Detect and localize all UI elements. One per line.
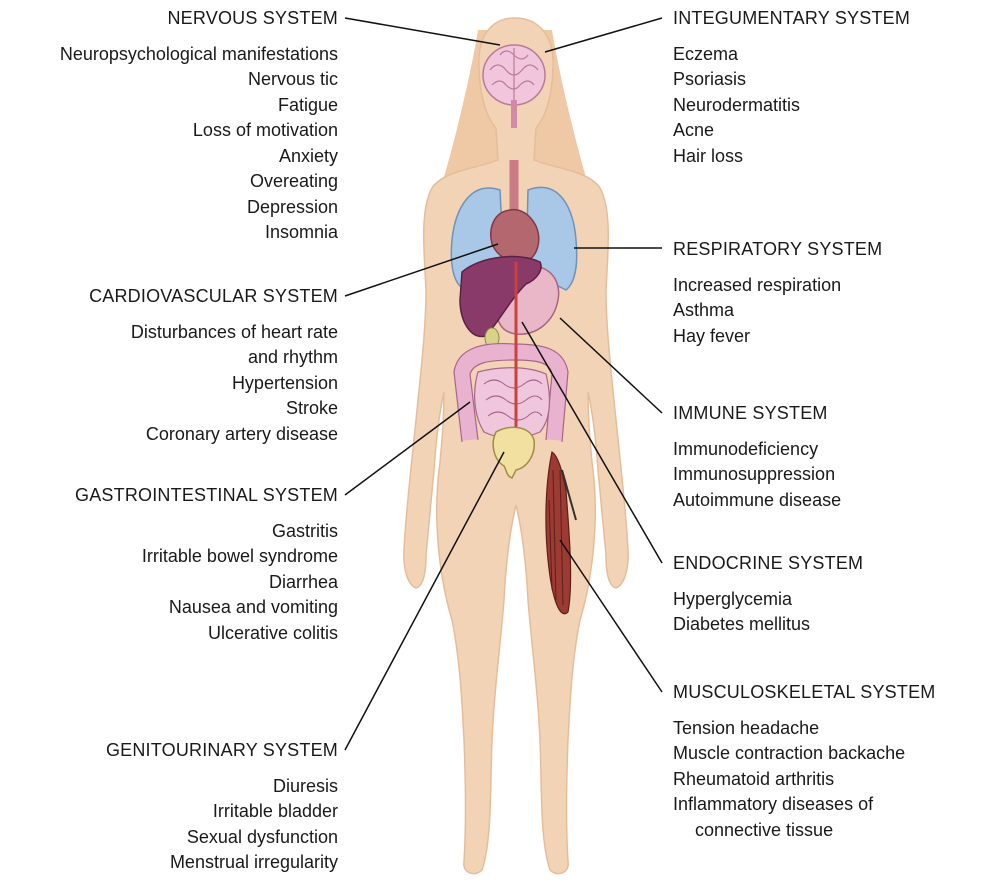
leader-nervous xyxy=(345,18,500,45)
respiratory-item: Hay fever xyxy=(673,324,882,350)
integumentary-item: Eczema xyxy=(673,42,910,68)
integumentary-item: Acne xyxy=(673,118,910,144)
cardiovascular-item: Coronary artery disease xyxy=(89,422,338,448)
genitourinary-item: Irritable bladder xyxy=(106,799,338,825)
nervous-item: Loss of motivation xyxy=(60,118,338,144)
gastrointestinal-item: Ulcerative colitis xyxy=(75,621,338,647)
cardiovascular-item: Hypertension xyxy=(89,371,338,397)
nervous-system-group: NERVOUS SYSTEM Neuropsychological manife… xyxy=(60,6,338,246)
nervous-item: Fatigue xyxy=(60,93,338,119)
nervous-item: Anxiety xyxy=(60,144,338,170)
leader-integumentary xyxy=(545,18,662,52)
respiratory-item: Asthma xyxy=(673,298,882,324)
genitourinary-system-title: GENITOURINARY SYSTEM xyxy=(106,738,338,764)
nervous-system-title: NERVOUS SYSTEM xyxy=(60,6,338,32)
endocrine-system-group: ENDOCRINE SYSTEM Hyperglycemia Diabetes … xyxy=(673,551,863,638)
respiratory-system-group: RESPIRATORY SYSTEM Increased respiration… xyxy=(673,237,882,349)
immune-system-title: IMMUNE SYSTEM xyxy=(673,401,841,427)
musculoskeletal-item: connective tissue xyxy=(673,818,935,844)
nervous-item: Depression xyxy=(60,195,338,221)
musculoskeletal-item: Rheumatoid arthritis xyxy=(673,767,935,793)
integumentary-system-title: INTEGUMENTARY SYSTEM xyxy=(673,6,910,32)
gastrointestinal-item: Irritable bowel syndrome xyxy=(75,544,338,570)
integumentary-item: Hair loss xyxy=(673,144,910,170)
nervous-item: Insomnia xyxy=(60,220,338,246)
immune-item: Immunodeficiency xyxy=(673,437,841,463)
genitourinary-system-group: GENITOURINARY SYSTEM Diuresis Irritable … xyxy=(106,738,338,876)
musculoskeletal-system-title: MUSCULOSKELETAL SYSTEM xyxy=(673,680,935,706)
respiratory-system-title: RESPIRATORY SYSTEM xyxy=(673,237,882,263)
gastrointestinal-item: Diarrhea xyxy=(75,570,338,596)
cardiovascular-item: and rhythm xyxy=(89,345,338,371)
musculoskeletal-system-group: MUSCULOSKELETAL SYSTEM Tension headache … xyxy=(673,680,935,843)
musculoskeletal-item-continuation: connective tissue xyxy=(673,818,935,844)
musculoskeletal-item: Muscle contraction backache xyxy=(673,741,935,767)
gastrointestinal-system-group: GASTROINTESTINAL SYSTEM Gastritis Irrita… xyxy=(75,483,338,646)
nervous-item: Nervous tic xyxy=(60,67,338,93)
endocrine-item: Hyperglycemia xyxy=(673,587,863,613)
integumentary-item: Psoriasis xyxy=(673,67,910,93)
cardiovascular-system-group: CARDIOVASCULAR SYSTEM Disturbances of he… xyxy=(89,284,338,447)
cardiovascular-item: Stroke xyxy=(89,396,338,422)
immune-item: Autoimmune disease xyxy=(673,488,841,514)
genitourinary-item: Sexual dysfunction xyxy=(106,825,338,851)
genitourinary-item: Menstrual irregularity xyxy=(106,850,338,876)
endocrine-system-title: ENDOCRINE SYSTEM xyxy=(673,551,863,577)
immune-system-group: IMMUNE SYSTEM Immunodeficiency Immunosup… xyxy=(673,401,841,513)
genitourinary-item: Diuresis xyxy=(106,774,338,800)
musculoskeletal-item: Inflammatory diseases of xyxy=(673,792,935,818)
nervous-item: Overeating xyxy=(60,169,338,195)
respiratory-item: Increased respiration xyxy=(673,273,882,299)
musculoskeletal-item: Tension headache xyxy=(673,716,935,742)
integumentary-system-group: INTEGUMENTARY SYSTEM Eczema Psoriasis Ne… xyxy=(673,6,910,169)
cardiovascular-item: Disturbances of heart rate xyxy=(89,320,338,346)
endocrine-item: Diabetes mellitus xyxy=(673,612,863,638)
gastrointestinal-item: Nausea and vomiting xyxy=(75,595,338,621)
immune-item: Immunosuppression xyxy=(673,462,841,488)
cardiovascular-system-title: CARDIOVASCULAR SYSTEM xyxy=(89,284,338,310)
nervous-item: Neuropsychological manifestations xyxy=(60,42,338,68)
gastrointestinal-item: Gastritis xyxy=(75,519,338,545)
gastrointestinal-system-title: GASTROINTESTINAL SYSTEM xyxy=(75,483,338,509)
integumentary-item: Neurodermatitis xyxy=(673,93,910,119)
